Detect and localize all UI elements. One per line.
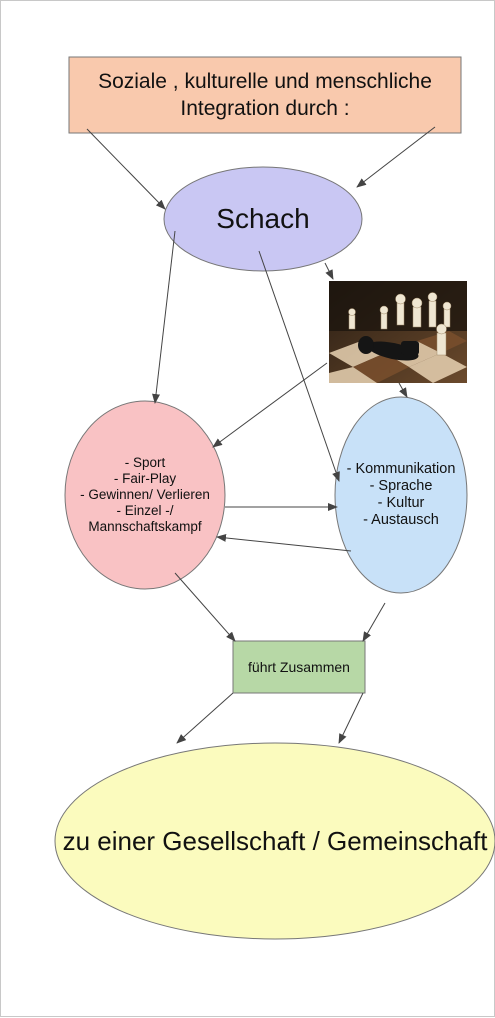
- arrow-photo-to-kommunikation: [398, 382, 408, 398]
- kommunikation-list: - Kommunikation - Sprache - Kultur - Aus…: [335, 397, 467, 593]
- austausch-item: - Austausch: [363, 512, 439, 529]
- chess-pieces-photo: [329, 281, 467, 383]
- title-text: Soziale , kulturelle und menschliche Int…: [69, 57, 461, 133]
- title-box: [68, 56, 462, 134]
- arrow-photo-to-sport: [212, 362, 328, 448]
- kultur-item: - Kultur: [377, 495, 425, 511]
- sport-ellipse: [64, 400, 226, 590]
- arrow-schach-to-photo: [324, 262, 334, 280]
- fairplay-item: - Fair-Play: [113, 471, 177, 487]
- arrow-title-to-schach-left: [86, 128, 166, 210]
- gewinnen-item: - Gewinnen/ Verlieren: [80, 487, 210, 503]
- title-line-2: Integration durch :: [180, 97, 350, 120]
- arrow-schach-to-kommunikation: [258, 250, 340, 482]
- fuehrt-zusammen-box: [232, 640, 366, 694]
- kommunikation-item: - Kommunikation: [346, 460, 456, 477]
- gesellschaft-text: zu einer Gesellschaft / Gemeinschaft: [55, 743, 495, 939]
- sprache-item: - Sprache: [369, 477, 433, 494]
- arrow-fuehrt-to-gesellschaft-left: [176, 692, 234, 744]
- arrow-kommunikation-to-sport: [216, 533, 352, 552]
- einzel-item: - Einzel -/: [116, 502, 174, 518]
- schach-label: Schach: [216, 203, 310, 235]
- fuehrt-label: führt Zusammen: [248, 658, 350, 675]
- arrow-schach-to-sport: [152, 230, 176, 404]
- schach-ellipse: [163, 166, 363, 272]
- schach-text: Schach: [164, 167, 362, 271]
- arrow-sport-to-fuehrt: [174, 572, 236, 642]
- arrow-kommunikation-to-fuehrt: [362, 602, 386, 642]
- gesellschaft-ellipse: [54, 742, 495, 940]
- mannschaftskampf-item: Mannschaftskampf: [88, 518, 202, 534]
- arrow-title-to-schach-right: [356, 126, 436, 188]
- gesellschaft-label: zu einer Gesellschaft / Gemeinschaft: [62, 825, 488, 856]
- sport-list: - Sport - Fair-Play - Gewinnen/ Verliere…: [65, 401, 225, 589]
- arrow-fuehrt-to-gesellschaft-right: [338, 692, 364, 744]
- fuehrt-text: führt Zusammen: [233, 641, 365, 693]
- sport-item: - Sport: [124, 455, 166, 471]
- title-line-1: Soziale , kulturelle und menschliche: [98, 69, 432, 93]
